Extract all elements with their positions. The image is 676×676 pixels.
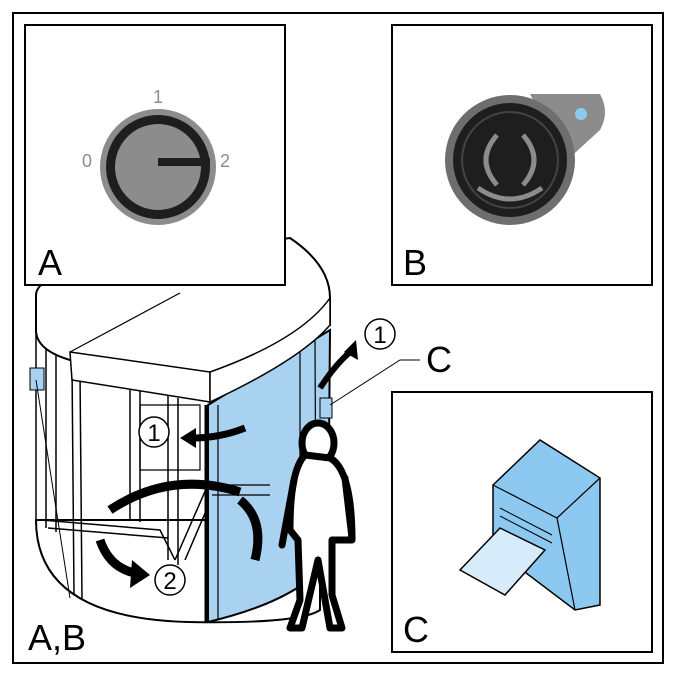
step2-number: 2 xyxy=(163,568,176,595)
inner-back-glass xyxy=(139,404,201,471)
leader-c xyxy=(329,359,420,406)
switch-position-2: 2 xyxy=(220,151,230,171)
step1-inner-arrow xyxy=(191,424,247,442)
switch-position-1: 1 xyxy=(153,87,163,107)
revolving-door: 1 1 2 xyxy=(29,236,420,624)
step1-inner-arrow-head xyxy=(180,428,196,448)
switch-position-0: 0 xyxy=(82,151,92,171)
rotation-arrow-upper xyxy=(107,479,242,514)
control-unit-ab xyxy=(29,367,45,391)
rotation-arrow-head xyxy=(130,560,150,588)
step1-inner-number: 1 xyxy=(147,420,160,447)
round-push-button-icon xyxy=(445,94,605,225)
step1-outer-badge: 1 xyxy=(364,318,396,350)
step1-outer-arrow-head xyxy=(344,340,358,360)
canopy-divider xyxy=(69,292,181,353)
panel-a: 1 0 2 A xyxy=(24,24,286,286)
panel-c: C xyxy=(391,391,653,653)
callout-ab-door: A,B xyxy=(28,617,86,658)
step1-outer-number: 1 xyxy=(373,322,386,349)
leader-ab xyxy=(35,379,71,599)
ticket-card-reader-icon xyxy=(458,439,601,611)
callout-c-door: C xyxy=(426,339,452,380)
outer-frame xyxy=(12,12,664,664)
rotation-arrow-right xyxy=(237,496,263,562)
control-unit-c xyxy=(319,397,333,419)
panel-b: B xyxy=(391,24,653,286)
left-glass-wall xyxy=(35,330,83,601)
step1-inner-badge: 1 xyxy=(138,416,170,448)
step2-badge: 2 xyxy=(154,564,186,596)
panel-a-label: A xyxy=(38,242,62,283)
canopy-right-face xyxy=(209,295,331,404)
panel-c-label: C xyxy=(403,609,429,650)
walking-person-icon xyxy=(278,419,356,632)
panel-b-label: B xyxy=(403,242,427,283)
step1-outer-arrow xyxy=(317,349,352,390)
rotary-key-switch-icon xyxy=(100,109,216,225)
